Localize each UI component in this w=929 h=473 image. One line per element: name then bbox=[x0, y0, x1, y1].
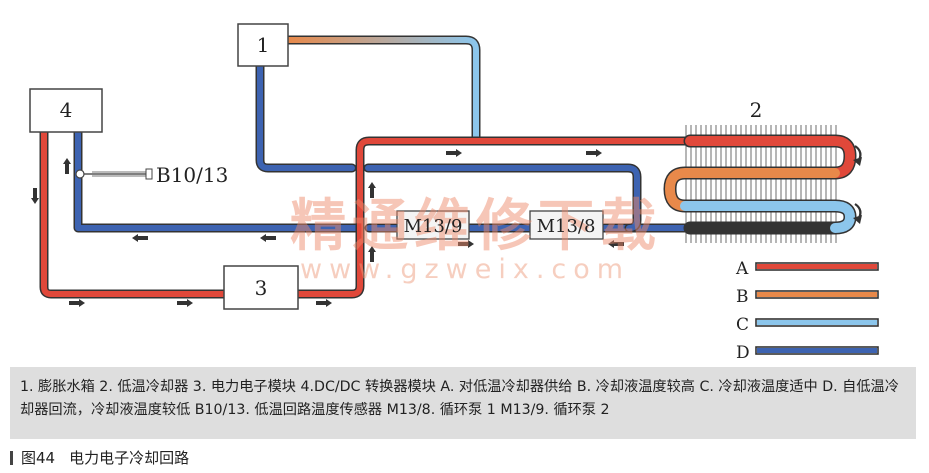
flow-arrow bbox=[368, 182, 376, 198]
figure-title: 图44 电力电子冷却回路 bbox=[10, 447, 189, 468]
legend-item-b: B bbox=[736, 287, 879, 307]
flow-arrows bbox=[31, 149, 624, 307]
flow-arrow bbox=[177, 299, 193, 307]
legend-item-c: C bbox=[736, 315, 879, 335]
flow-arrow bbox=[316, 299, 332, 307]
pipes bbox=[39, 35, 857, 299]
legend-swatch-a bbox=[757, 264, 877, 269]
flow-arrow bbox=[368, 246, 376, 262]
radiator-turn-arrows bbox=[853, 145, 862, 224]
legend-label-a: A bbox=[735, 259, 749, 279]
legend-item-a: A bbox=[735, 259, 879, 279]
cooling-circuit-diagram: 精通维修下载 www.gzweix.com 1 4 3 2 B10/13 M13… bbox=[29, 23, 879, 363]
label-sensor: B10/13 bbox=[156, 163, 228, 187]
legend-swatch-c bbox=[757, 320, 877, 325]
box-power-electronics bbox=[223, 265, 299, 310]
caption-text: 1. 膨胀水箱 2. 低温冷却器 3. 电力电子模块 4.DC/DC 转换器模块… bbox=[20, 379, 899, 418]
flow-arrow bbox=[446, 149, 462, 157]
pipe-a-supply bbox=[39, 126, 695, 299]
pipe-d-return bbox=[73, 127, 695, 233]
legend-swatch-b bbox=[757, 292, 877, 297]
flow-arrow bbox=[260, 234, 276, 242]
flow-arrow bbox=[69, 299, 85, 307]
figure-title-text: 电力电子冷却回路 bbox=[69, 449, 190, 467]
pipe-d-box1 bbox=[255, 61, 642, 233]
pump-m13-9-box bbox=[396, 210, 470, 240]
figure-caption: 1. 膨胀水箱 2. 低温冷却器 3. 电力电子模块 4.DC/DC 转换器模块… bbox=[10, 367, 916, 439]
flow-arrow bbox=[132, 234, 148, 242]
legend-swatch-d bbox=[757, 348, 877, 353]
pump-m13-8-box bbox=[529, 210, 604, 240]
figure-title-bar bbox=[10, 451, 13, 465]
flow-arrow bbox=[458, 240, 474, 248]
label-radiator: 2 bbox=[750, 98, 763, 122]
label-pump-m13-9: M13/9 bbox=[404, 216, 463, 237]
pipe-b-box1 bbox=[282, 35, 481, 145]
sensor-b10-13 bbox=[75, 168, 153, 180]
watermark-cn: 精通维修下载 bbox=[290, 194, 662, 259]
watermark: 精通维修下载 www.gzweix.com bbox=[290, 194, 662, 285]
flow-arrow bbox=[586, 149, 602, 157]
watermark-url: www.gzweix.com bbox=[300, 254, 630, 285]
figure-number: 图44 bbox=[21, 449, 56, 467]
label-box1: 1 bbox=[257, 33, 270, 57]
legend: A B C D bbox=[735, 259, 879, 363]
radiator-coil bbox=[663, 134, 857, 235]
box-dcdc-converter bbox=[29, 88, 103, 133]
legend-label-c: C bbox=[736, 315, 749, 335]
label-pump-m13-8: M13/8 bbox=[537, 216, 596, 237]
legend-label-b: B bbox=[736, 287, 749, 307]
legend-item-d: D bbox=[736, 343, 879, 363]
flow-arrow bbox=[608, 240, 624, 248]
flow-arrow bbox=[63, 158, 71, 174]
label-box3: 3 bbox=[255, 276, 268, 300]
legend-label-d: D bbox=[736, 343, 750, 363]
flow-arrow bbox=[31, 188, 39, 204]
box-expansion-tank bbox=[237, 23, 289, 67]
label-box4: 4 bbox=[60, 98, 73, 122]
